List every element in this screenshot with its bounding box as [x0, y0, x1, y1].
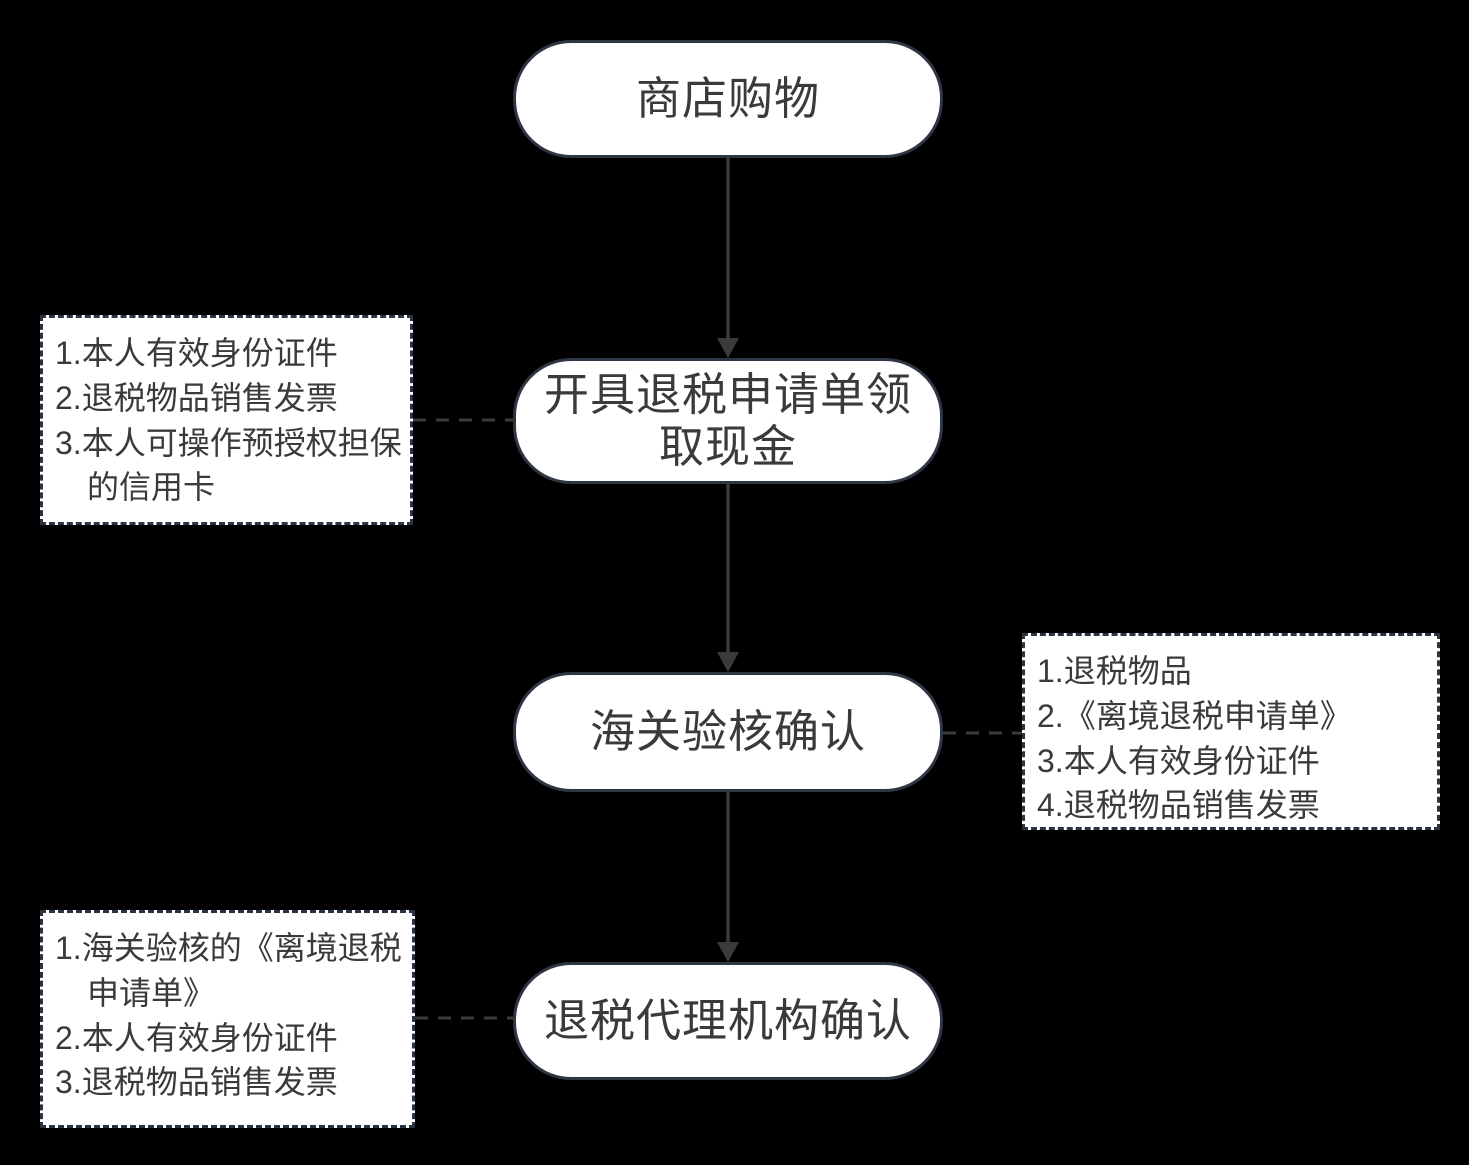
flow-node-label: 退税代理机构确认	[543, 994, 912, 1046]
flow-node-refund-agency-confirmation: 退税代理机构确认	[513, 962, 943, 1080]
flow-node-shop-purchase: 商店购物	[513, 40, 943, 158]
arrow-customs-to-agency-head	[717, 942, 739, 962]
flow-node-customs-verification: 海关验核确认	[513, 672, 943, 792]
flow-node-label: 开具退税申请单领 取现金	[543, 368, 912, 472]
flow-node-label: 海关验核确认	[589, 705, 866, 757]
note-issue-requirements: 1.本人有效身份证件 2.退税物品销售发票 3.本人可操作预授权担保 的信用卡	[40, 315, 413, 525]
note-customs-requirements: 1.退税物品 2.《离境退税申请单》 3.本人有效身份证件 4.退税物品销售发票	[1022, 633, 1440, 830]
arrow-shop-to-issue-head	[717, 338, 739, 358]
note-agency-requirements: 1.海关验核的《离境退税 申请单》 2.本人有效身份证件 3.退税物品销售发票	[40, 910, 415, 1128]
flow-node-issue-refund-form: 开具退税申请单领 取现金	[513, 358, 943, 484]
flow-node-label: 商店购物	[635, 72, 820, 124]
arrow-issue-to-customs-head	[717, 652, 739, 672]
